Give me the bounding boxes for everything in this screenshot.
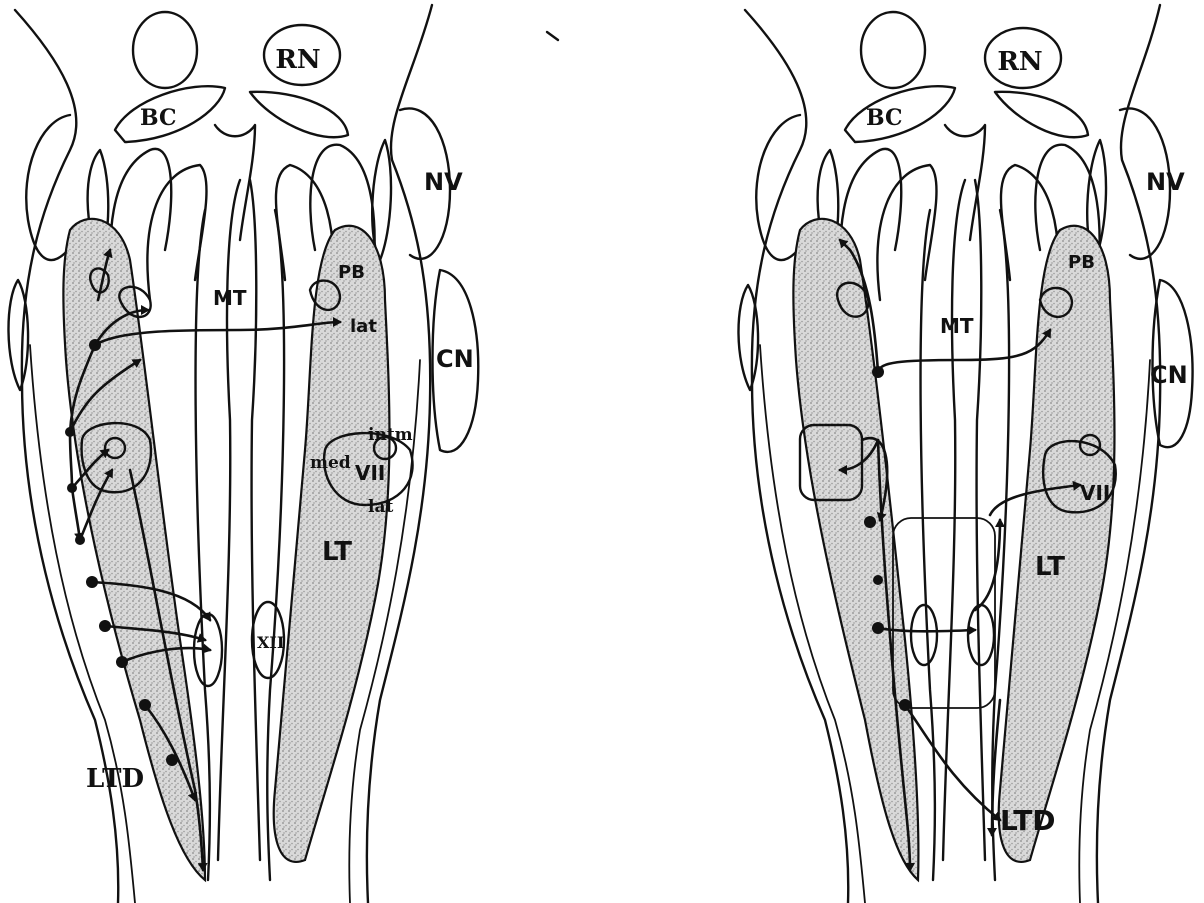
- left-xii-label: XII: [257, 633, 284, 652]
- right-xii-nucleus: [968, 605, 994, 665]
- right-ltd-label: LTD: [1000, 804, 1056, 837]
- left-pb-label: PB: [338, 262, 365, 283]
- right-rn-label: RN: [997, 47, 1042, 77]
- right-nv-label: NV: [1146, 168, 1185, 196]
- right-outer-lobe-l: [738, 285, 758, 390]
- left-intm-label: intm: [368, 425, 413, 445]
- right-lobe-ll: [756, 115, 800, 260]
- right-lt-label: LT: [1035, 552, 1065, 582]
- right-cell-dot: [864, 516, 876, 528]
- right-cn-label: CN: [1150, 361, 1188, 389]
- right-bc-label: BC: [866, 105, 903, 131]
- left-mt-label: MT: [213, 286, 247, 310]
- right-pb-label: PB: [1068, 252, 1095, 273]
- left-bc-right: [250, 92, 348, 137]
- left-upper-oval: [133, 12, 197, 88]
- right-midline-tube-left: [943, 180, 965, 860]
- right-central-lumen-left: [921, 210, 935, 880]
- right-bc-right: [995, 92, 1088, 137]
- left-midline-tube-right: [250, 180, 260, 860]
- left-panel: RN BC NV CN MT PB lat intm med VII lat L…: [8, 5, 478, 903]
- right-mt-label: MT: [940, 314, 974, 338]
- right-descending-arrow-2: [905, 705, 1000, 820]
- left-nv-label: NV: [424, 168, 463, 196]
- right-x-nucleus: [911, 605, 937, 665]
- stray-mark: [547, 32, 558, 40]
- right-upper-oval: [861, 12, 925, 88]
- left-lobe-ll: [26, 115, 70, 260]
- left-lt-label: LT: [322, 537, 352, 567]
- left-med-label: med: [310, 453, 351, 473]
- right-column-shade-right: [999, 226, 1115, 862]
- left-rn-label: RN: [275, 45, 320, 75]
- left-bc-label: BC: [140, 105, 177, 131]
- left-outer-lobe-l: [8, 280, 28, 390]
- right-cell-dot: [873, 575, 883, 585]
- right-vii-label: VII: [1080, 481, 1110, 505]
- left-ltd-label: LTD: [86, 764, 144, 794]
- right-column-shade-left: [793, 219, 918, 880]
- left-lat-label: lat: [368, 497, 393, 517]
- left-lat-nucleus-label: lat: [350, 316, 377, 337]
- right-panel: RN BC NV CN MT PB VII LT LTD: [738, 5, 1192, 903]
- left-cn-label: CN: [436, 345, 474, 373]
- left-midline-tube-left: [218, 180, 240, 860]
- left-vii-label: VII: [355, 461, 385, 485]
- right-arch-2: [877, 165, 936, 300]
- left-midline-notch: [215, 125, 255, 240]
